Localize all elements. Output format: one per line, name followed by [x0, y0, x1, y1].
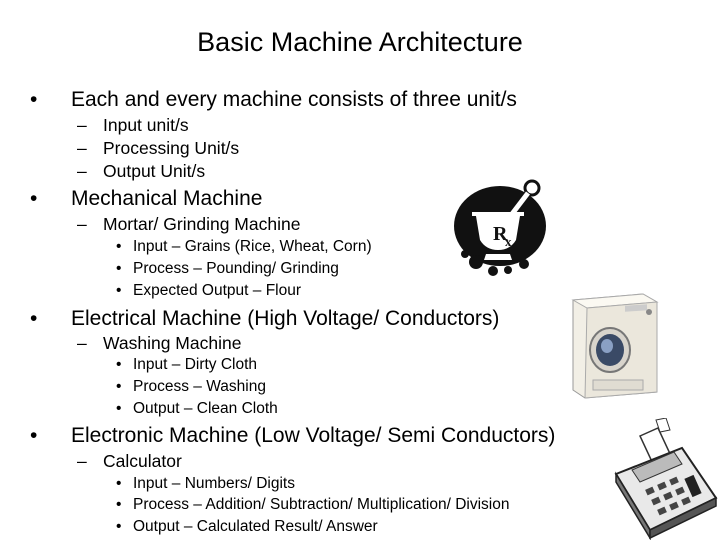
list-item: Processing Unit/s: [103, 138, 240, 158]
list-item: Expected Output – Flour: [133, 282, 302, 299]
sub-heading: Calculator: [103, 451, 182, 471]
slide-title: Basic Machine Architecture: [197, 27, 523, 57]
bullet-icon: •: [116, 378, 122, 395]
list-item: Output Unit/s: [103, 161, 206, 181]
section-heading-mechanical: Mechanical Machine: [71, 187, 263, 210]
dash-icon: –: [77, 333, 87, 353]
dash-icon: –: [77, 115, 87, 135]
bullet-icon: •: [116, 238, 122, 255]
bullet-icon: •: [116, 496, 122, 513]
list-item: Process – Washing: [133, 378, 266, 395]
list-item: Input – Grains (Rice, Wheat, Corn): [133, 238, 372, 255]
bullet-icon: •: [30, 88, 38, 111]
sub-heading: Washing Machine: [103, 333, 242, 353]
mortar-pestle-rx-icon: R x: [454, 179, 546, 276]
svg-text:R: R: [493, 223, 508, 245]
dash-icon: –: [77, 161, 87, 181]
bullet-icon: •: [30, 307, 38, 330]
bullet-icon: •: [116, 518, 122, 535]
svg-text:x: x: [505, 234, 512, 249]
bullet-icon: •: [116, 475, 122, 492]
bullet-icon: •: [116, 400, 122, 417]
section-heading-units: Each and every machine consists of three…: [71, 88, 517, 111]
dash-icon: –: [77, 138, 87, 158]
dash-icon: –: [77, 451, 87, 471]
section-heading-electrical: Electrical Machine (High Voltage/ Conduc…: [71, 307, 500, 330]
sub-heading: Mortar/ Grinding Machine: [103, 214, 301, 234]
washing-machine-icon: [571, 293, 659, 399]
bullet-icon: •: [116, 356, 122, 373]
bullet-icon: •: [116, 282, 122, 299]
section-heading-electronic: Electronic Machine (Low Voltage/ Semi Co…: [71, 424, 556, 447]
list-item: Input unit/s: [103, 115, 189, 135]
bullet-icon: •: [30, 187, 38, 210]
list-item: Input – Dirty Cloth: [133, 356, 258, 373]
printing-calculator-icon: [614, 418, 718, 540]
list-item: Output – Clean Cloth: [133, 400, 278, 417]
bullet-icon: •: [116, 260, 122, 277]
list-item: Output – Calculated Result/ Answer: [133, 518, 378, 535]
list-item: Process – Pounding/ Grinding: [133, 260, 339, 277]
list-item: Input – Numbers/ Digits: [133, 475, 295, 492]
dash-icon: –: [77, 214, 87, 234]
bullet-icon: •: [30, 424, 38, 447]
list-item: Process – Addition/ Subtraction/ Multipl…: [133, 496, 510, 513]
